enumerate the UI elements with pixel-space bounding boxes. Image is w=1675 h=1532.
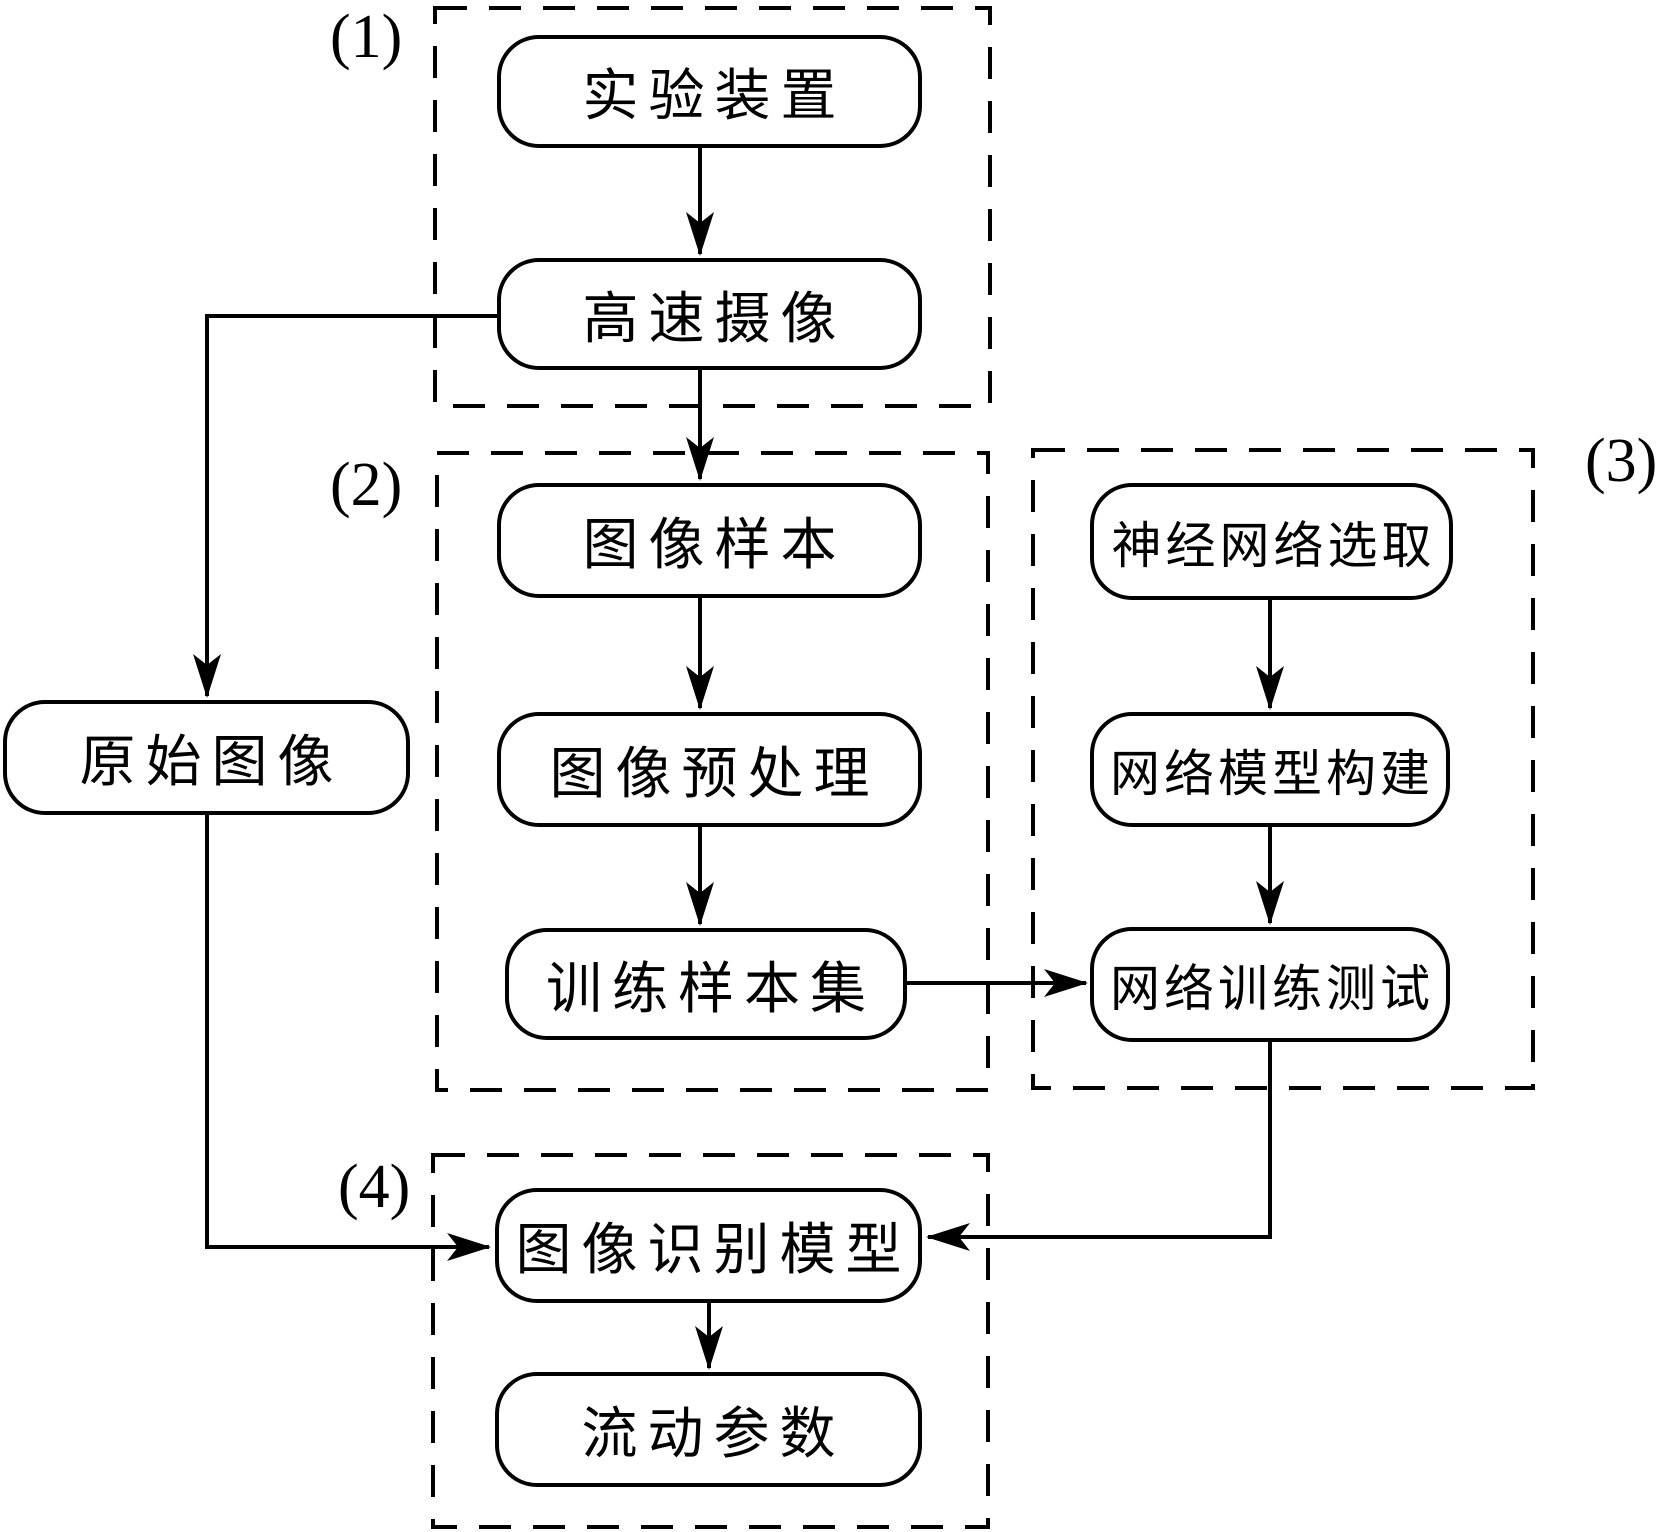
node-network-training-testing: 网络训练测试 [1090,927,1450,1042]
node-original-images: 原始图像 [3,700,410,815]
node-neural-network-selection: 神经网络选取 [1090,483,1453,600]
group-4-border [431,1153,990,1529]
arrow-camera-to-original [193,314,497,698]
node-image-samples: 图像样本 [497,483,922,598]
group-1-label: (1) [330,3,403,71]
node-network-model-construction: 网络模型构建 [1090,712,1450,827]
node-training-sample-set: 训练样本集 [505,928,907,1040]
arrow-traintest-to-recognition [926,1042,1272,1251]
group-3-label: (3) [1585,427,1658,495]
node-experiment-apparatus: 实验装置 [497,35,922,148]
group-1-border [433,6,992,408]
group-2-label: (2) [330,451,403,519]
group-4-label: (4) [338,1153,411,1221]
node-image-preprocessing: 图像预处理 [497,712,922,827]
arrow-original-to-recognition [205,815,491,1261]
node-image-recognition-model: 图像识别模型 [495,1188,922,1303]
group-3-border [1031,448,1535,1090]
node-high-speed-camera: 高速摄像 [497,258,922,370]
node-flow-parameters: 流动参数 [495,1372,922,1487]
